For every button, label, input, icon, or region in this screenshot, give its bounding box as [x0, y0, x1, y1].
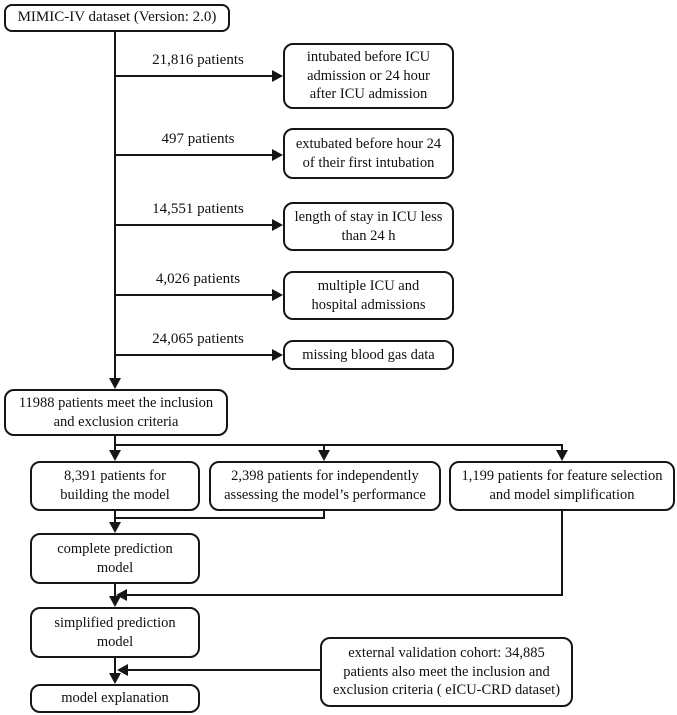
arrowhead-exclusion-2 [272, 149, 283, 161]
connector-exclusion-5 [115, 354, 273, 356]
connector-exclusion-1 [115, 75, 273, 77]
label-exclusion-count-5: 24,065 patients [152, 331, 244, 347]
box-cohort-feature-selection: 1,199 patients for feature selection and… [449, 461, 675, 511]
box-cohort-training: 8,391 patients for building the model [30, 461, 200, 511]
connector-drop-cohort-3 [561, 444, 563, 451]
arrowhead-external-validation-join [117, 664, 128, 676]
connector-split-stub [114, 436, 116, 445]
connector-split-horizontal [114, 444, 563, 446]
box-exclusion-reason-1: intubated before ICU admission or 24 hou… [283, 43, 454, 109]
arrowhead-into-cohort-2 [318, 450, 330, 461]
box-simplified-model: simplified prediction model [30, 607, 200, 658]
box-exclusion-reason-2: extubated before hour 24 of their first … [283, 128, 454, 179]
connector-complete-to-simplified [114, 584, 116, 597]
box-cohort-assessment: 2,398 patients for independently assessi… [209, 461, 441, 511]
arrowhead-into-simplified-model [109, 596, 121, 607]
connector-drop-cohort-2 [323, 444, 325, 451]
label-exclusion-count-4: 4,026 patients [155, 271, 241, 287]
box-model-explanation: model explanation [30, 684, 200, 713]
box-exclusion-reason-5: missing blood gas data [283, 340, 454, 370]
connector-feature-selection-elbow [127, 594, 563, 596]
box-source-dataset: MIMIC-IV dataset (Version: 2.0) [4, 4, 230, 32]
connector-assessment-elbow [114, 517, 325, 519]
arrowhead-into-explanation [109, 673, 121, 684]
connector-exclusion-4 [115, 294, 273, 296]
box-exclusion-reason-3: length of stay in ICU less than 24 h [283, 202, 454, 251]
arrowhead-into-cohort-1 [109, 450, 121, 461]
connector-external-validation [128, 669, 320, 671]
arrowhead-exclusion-1 [272, 70, 283, 82]
connector-exclusion-2 [115, 154, 273, 156]
box-inclusion-criteria: 11988 patients meet the inclusion and ex… [4, 389, 228, 436]
arrowhead-exclusion-5 [272, 349, 283, 361]
arrowhead-into-cohort-3 [556, 450, 568, 461]
box-exclusion-reason-4: multiple ICU and hospital admissions [283, 271, 454, 320]
connector-drop-cohort-1 [114, 444, 116, 451]
arrowhead-exclusion-4 [272, 289, 283, 301]
arrowhead-into-inclusion-box [109, 378, 121, 389]
box-external-validation: external validation cohort: 34,885 patie… [320, 637, 573, 707]
connector-main-spine [114, 31, 116, 378]
connector-feature-selection-drop [561, 511, 563, 596]
label-exclusion-count-2: 497 patients [161, 131, 235, 147]
label-exclusion-count-1: 21,816 patients [152, 52, 244, 68]
arrowhead-feature-selection-join [116, 589, 127, 601]
arrowhead-exclusion-3 [272, 219, 283, 231]
arrowhead-into-complete-model [109, 522, 121, 533]
connector-assessment-drop [323, 511, 325, 519]
connector-exclusion-3 [115, 224, 273, 226]
label-exclusion-count-3: 14,551 patients [152, 201, 244, 217]
box-complete-model: complete prediction model [30, 533, 200, 584]
connector-simplified-to-explanation [114, 658, 116, 674]
